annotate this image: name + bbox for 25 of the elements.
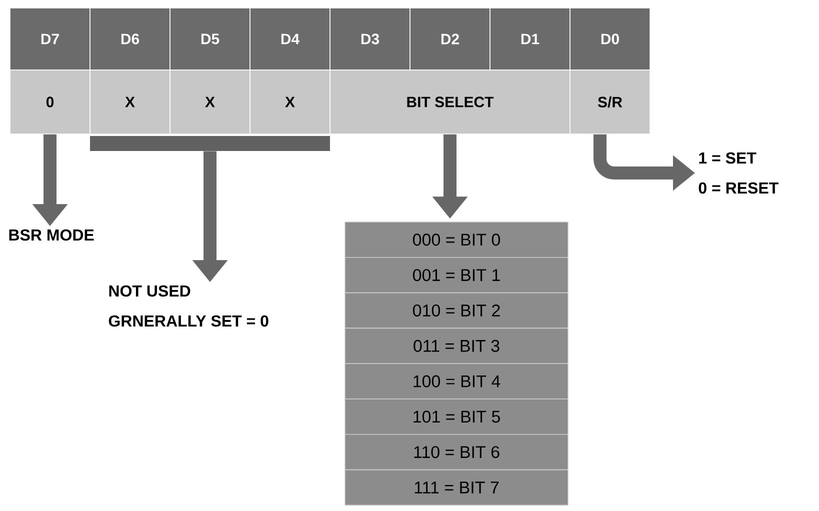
bit-header-cell: D7 xyxy=(10,8,90,70)
bit-field-cell: X xyxy=(170,70,250,134)
bit-code-box: 101 = BIT 5 xyxy=(344,398,568,435)
note-text: NOT USED GRNERALLY SET = 0 xyxy=(108,285,268,327)
bit-code-box: 001 = BIT 1 xyxy=(344,257,568,294)
bit-code-box: 000 = BIT 0 xyxy=(344,222,568,258)
bit-header-cell: D5 xyxy=(170,8,250,70)
bit-header-cell: D4 xyxy=(250,8,330,70)
bit-field-cell: X xyxy=(250,70,330,134)
note-text: 1 = SET 0 = RESET xyxy=(698,152,778,194)
bit-header-cell: D0 xyxy=(570,8,650,70)
bit-code-box: 100 = BIT 4 xyxy=(344,363,568,400)
bit-header-cell: D1 xyxy=(490,8,570,70)
group-bar xyxy=(90,136,330,151)
bit-header-cell: D3 xyxy=(330,8,410,70)
bit-code-box: 111 = BIT 7 xyxy=(344,469,568,506)
bit-field-cell: 0 xyxy=(10,70,90,134)
bit-header-cell: D2 xyxy=(410,8,490,70)
bit-field-cell: X xyxy=(90,70,170,134)
note-text: BSR MODE xyxy=(9,229,94,241)
bit-header-cell: D6 xyxy=(90,8,170,70)
bit-code-box: 110 = BIT 6 xyxy=(344,434,568,470)
bit-code-box: 011 = BIT 3 xyxy=(344,328,568,364)
bit-code-box: 010 = BIT 2 xyxy=(344,292,568,329)
bit-field-cell: S/R xyxy=(570,70,650,134)
